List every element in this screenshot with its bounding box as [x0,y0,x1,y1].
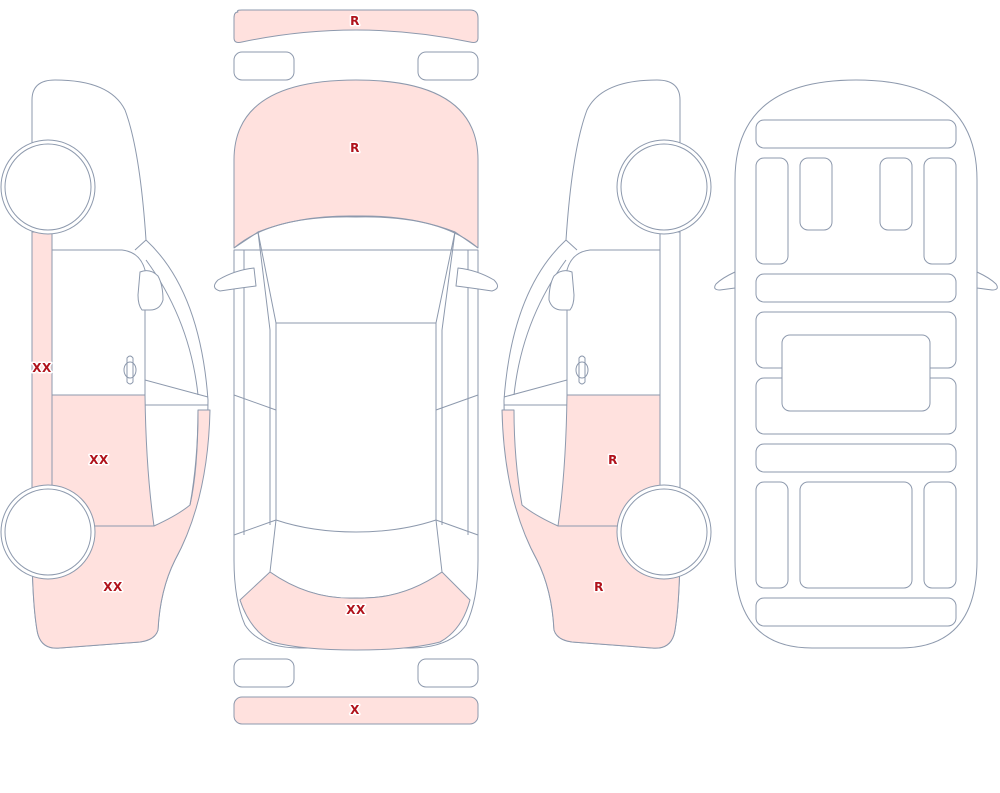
trunk-lid[interactable] [239,571,471,651]
roof[interactable] [275,322,437,533]
underbody-view [714,79,998,649]
right-front-door[interactable] [566,249,661,396]
left-rear-quarter-mark: XX [103,580,123,594]
hood[interactable] [233,79,479,249]
right-front-wheel[interactable] [616,139,712,235]
underbody-left-inner-mount[interactable] [799,157,833,231]
underbody-trunk-floor[interactable] [799,481,913,589]
right-windshield-line [503,231,680,490]
left-front-wheel[interactable] [0,139,96,235]
left-rear-wheel-rim [4,488,92,576]
left-taillight[interactable] [233,658,295,688]
right-mirror[interactable] [548,270,575,311]
right-taillight[interactable] [417,658,479,688]
left-side-view: XX XX XX [0,79,211,649]
right-side-view: R R [501,79,712,649]
underbody-left-front-rail[interactable] [755,157,789,265]
underbody-right-front-rail[interactable] [923,157,957,265]
rear-bumper-mark: X [350,703,360,717]
front-bumper[interactable] [233,9,479,43]
left-windshield-line [134,239,209,506]
left-side-sill-mark: XX [32,361,52,375]
right-rear-door-mark: R [608,453,618,467]
left-front-wheel-rim [4,143,92,231]
right-rear-wheel[interactable] [616,484,712,580]
trunk-lid-mark: XX [346,603,366,617]
left-door-handle[interactable] [126,355,134,385]
left-rear-quarter[interactable] [31,409,211,649]
top-view: R R XX X [214,9,498,725]
underbody-right-inner-mount[interactable] [879,157,913,231]
top-side-rails [233,231,479,536]
rear-bumper[interactable] [233,696,479,725]
left-headlight[interactable] [233,51,295,81]
hood-mark: R [350,141,360,155]
underbody-right-mirror[interactable] [976,271,998,291]
underbody-right-rear-rail[interactable] [923,481,957,589]
right-rear-quarter-mark: R [594,580,604,594]
front-bumper-mark: R [350,14,360,28]
right-headlight[interactable] [417,51,479,81]
underbody-rear-bar[interactable] [755,597,957,627]
top-left-mirror[interactable] [214,267,257,292]
left-rear-wheel[interactable] [0,484,96,580]
left-handle-ring [123,361,137,379]
right-rear-quarter[interactable] [501,409,681,649]
left-mirror[interactable] [137,270,164,311]
underbody-crossmember-front[interactable] [755,273,957,303]
left-front-door[interactable] [51,249,146,396]
right-door-handle[interactable] [578,355,586,385]
underbody-center-tunnel[interactable] [781,334,931,412]
underbody-left-rear-rail[interactable] [755,481,789,589]
top-right-mirror[interactable] [455,267,498,292]
underbody-crossmember-rear[interactable] [755,443,957,473]
right-front-wheel-rim [620,143,708,231]
underbody-front-bar[interactable] [755,119,957,149]
right-handle-ring [575,361,589,379]
left-rear-door-mark: XX [89,453,109,467]
right-rear-wheel-rim [620,488,708,576]
underbody-left-mirror[interactable] [714,271,736,291]
